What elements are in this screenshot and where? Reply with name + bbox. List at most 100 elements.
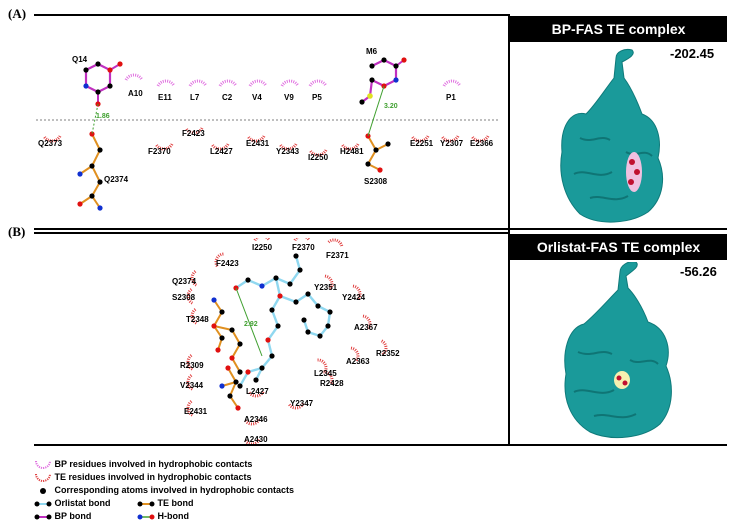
te-contact-arc	[317, 358, 328, 374]
residue-label-m6: M6	[366, 47, 378, 56]
residue-label-l7: L7	[190, 93, 200, 102]
legend-te-hydrophobic: TE residues involved in hydrophobic cont…	[34, 471, 454, 484]
bp-contact-arc	[156, 79, 176, 87]
hbond-q14	[91, 103, 99, 135]
te-contact-arc	[214, 252, 225, 268]
bp-arc-icon	[35, 460, 51, 469]
legend: BP residues involved in hydrophobic cont…	[34, 458, 454, 523]
residue-label-q2373: Q2373	[38, 139, 63, 148]
legend-rule	[34, 444, 727, 446]
te-fragment-structure	[211, 297, 243, 375]
bp-contact-arc	[124, 73, 144, 81]
residue-label-s2308-b: S2308	[172, 293, 196, 302]
residue-label-e2431: E2431	[246, 139, 270, 148]
te-contact-arc	[246, 135, 266, 143]
hbond-m6	[367, 85, 385, 137]
te-contact-arc	[278, 143, 298, 151]
legend-bp-hydrophobic-text: BP residues involved in hydrophobic cont…	[54, 459, 253, 469]
protein-surface-image-a	[560, 49, 664, 223]
residue-label-e2431-b: E2431	[184, 407, 208, 416]
te-contact-arc	[190, 307, 198, 325]
bp-contact-arc	[248, 79, 268, 87]
panel-a-diagram: 1.86 3.20 Q14 A10 E11 L7 C2 V4 V9 P5 M6 …	[36, 47, 500, 211]
residue-label-t2348: T2348	[186, 315, 209, 324]
te-contact-arc	[352, 284, 362, 301]
residue-label-h2481: H2481	[340, 147, 364, 156]
te-contact-arc	[287, 402, 305, 410]
legend-bp-bond-text: BP bond	[54, 511, 92, 521]
te-contact-arc	[42, 135, 62, 143]
te-contact-arc	[186, 353, 194, 371]
residue-label-a2430: A2430	[244, 435, 268, 444]
residue-label-l2427: L2427	[210, 147, 233, 156]
legend-atoms-text: Corresponding atoms involved in hydropho…	[54, 485, 295, 495]
te-contact-arc	[247, 390, 265, 398]
residue-label-r2309: R2309	[180, 361, 204, 370]
residue-label-y2347: Y2347	[290, 399, 314, 408]
residue-label-v2344: V2344	[180, 381, 204, 390]
residue-label-l2345: L2345	[314, 369, 337, 378]
bp-bond-icon	[34, 514, 52, 520]
residue-label-r2352: R2352	[376, 349, 400, 358]
panel-b-rule	[34, 232, 510, 234]
complex-title-b: Orlistat-FAS TE complex	[510, 234, 727, 260]
panel-separator	[34, 228, 727, 230]
distance-label-1: 1.86	[96, 113, 110, 120]
legend-bonds-row-2: BP bond H-bond	[34, 510, 454, 523]
te-contact-arc	[184, 127, 204, 135]
residue-label-f2370: F2370	[148, 147, 171, 156]
te-arc-icon	[35, 473, 51, 482]
residue-label-c2: C2	[222, 93, 233, 102]
residue-label-a2346: A2346	[244, 415, 268, 424]
residue-label-e11: E11	[158, 93, 172, 102]
residue-label-p5: P5	[312, 93, 322, 102]
te-contact-arcs-b	[186, 238, 388, 444]
residue-label-f2370-b: F2370	[292, 243, 315, 252]
te-contact-arc	[350, 346, 360, 363]
residue-label-y2307: Y2307	[440, 139, 464, 148]
te-contact-arc	[308, 149, 328, 157]
te-contact-arc	[186, 399, 194, 417]
residue-label-s2308: S2308	[364, 177, 388, 186]
bp-contact-arc	[308, 79, 328, 87]
panel-b-diagram: 2.92 I2250 F2370 F2371 F2423 Q2374 S2308…	[172, 238, 400, 444]
residue-label-y2343: Y2343	[276, 147, 300, 156]
te-lower-structure	[219, 365, 241, 411]
legend-bonds-row-1: Orlistat bond TE bond	[34, 497, 454, 510]
te-contact-arc	[186, 287, 194, 305]
te-contact-arc	[154, 143, 174, 151]
residue-label-v4: V4	[252, 93, 262, 102]
residue-label-q2374: Q2374	[104, 175, 129, 184]
orlistat-structure	[233, 253, 333, 389]
s2308-structure	[365, 133, 391, 173]
te-contact-arc	[293, 238, 311, 242]
complex-title-a: BP-FAS TE complex	[510, 16, 727, 42]
residue-label-p1: P1	[446, 93, 456, 102]
te-contact-arcs	[42, 127, 490, 157]
distance-label-b: 2.92	[244, 321, 258, 328]
protein-surface-image-b	[564, 262, 672, 438]
panel-a-label: (A)	[8, 6, 27, 21]
residue-label-f2423-b: F2423	[216, 259, 239, 268]
te-contact-arc	[210, 143, 230, 151]
bp-contact-arcs	[124, 73, 462, 87]
te-contact-arc	[253, 238, 271, 242]
residue-label-y2351: Y2351	[314, 283, 338, 292]
atom-dot-icon	[40, 487, 46, 494]
distance-label-2: 3.20	[384, 103, 398, 110]
residue-label-v9: V9	[284, 93, 294, 102]
residue-label-r2428: R2428	[320, 379, 344, 388]
q2374-structure	[77, 131, 103, 211]
bp-contact-arc	[188, 79, 208, 87]
hbond-orlistat	[235, 287, 263, 357]
te-contact-arc	[243, 418, 261, 426]
h-bond-icon	[137, 514, 155, 520]
docking-score-a: -202.45	[670, 46, 715, 61]
legend-orlistat-bond-text: Orlistat bond	[54, 498, 111, 508]
bp-contact-arc	[280, 79, 300, 87]
te-bond-icon	[137, 501, 155, 507]
residue-label-a2367: A2367	[354, 323, 378, 332]
residue-label-y2424: Y2424	[342, 293, 366, 302]
te-contact-arc	[362, 314, 372, 331]
panel-a-rule	[34, 14, 510, 16]
